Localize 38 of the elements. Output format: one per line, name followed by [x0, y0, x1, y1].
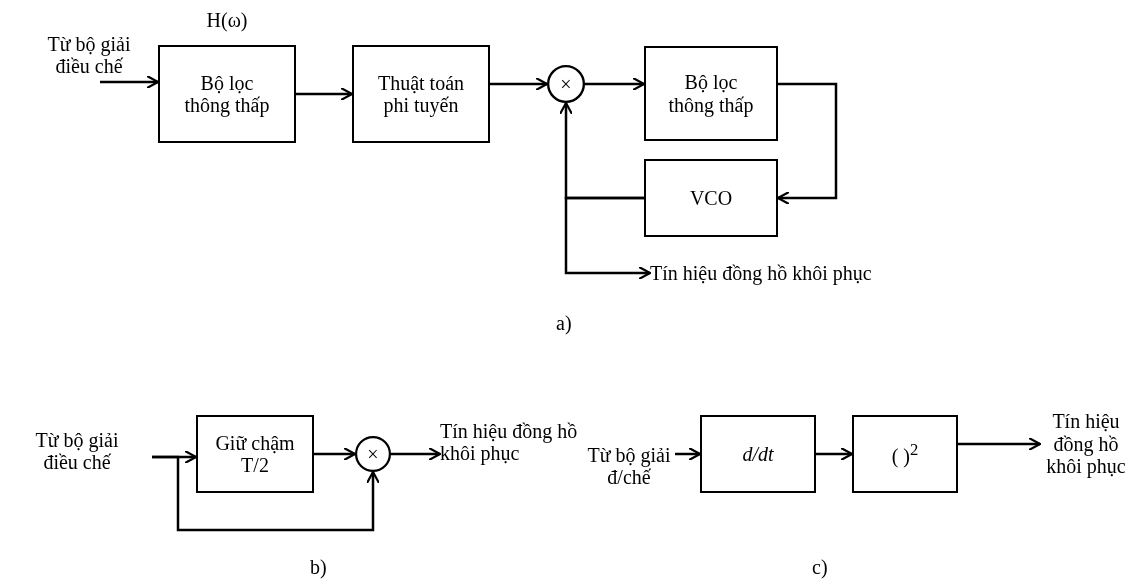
signal-arrow [585, 76, 646, 92]
process-box [352, 45, 490, 143]
block-text: Giữ chậm T/2 [214, 431, 296, 477]
signal-arrow [100, 74, 160, 90]
figure-label: c) [812, 556, 828, 579]
multiply-sign: × [560, 72, 572, 96]
block-text: Bộ lọc thông thấp [183, 71, 271, 117]
block-text: Từ bộ giải đ/chế [586, 443, 672, 489]
figure-label: b) [310, 556, 327, 579]
block-text: Thuật toán phi tuyến [376, 71, 466, 117]
signal-arrow [391, 446, 442, 462]
signal-arrow [816, 446, 854, 462]
figure-label: a) [556, 312, 572, 335]
block-text: ( )$^{2}$ [891, 440, 919, 467]
signal-arrow [675, 446, 702, 462]
block-text: Tín hiệu đồng hồ khôi phục [440, 419, 579, 465]
signal-arrow [152, 455, 381, 532]
block-text: Từ bộ giải điều chế [34, 428, 120, 474]
multiply-sign: × [367, 442, 379, 466]
multiplier-circle [355, 436, 391, 472]
block-text: VCO [689, 186, 733, 210]
block-text: d/dt [742, 442, 774, 466]
block-text: Bộ lọc thông thấp [667, 71, 755, 116]
block-text: Từ bộ giải điều chế [46, 32, 132, 78]
process-box [700, 415, 816, 493]
signal-arrow [958, 436, 1042, 452]
process-box [644, 159, 778, 237]
block-text: Tín hiệu đồng hồ khôi phục [1045, 410, 1127, 478]
multiplier-circle [547, 65, 585, 103]
signal-arrow [314, 446, 357, 462]
process-box [852, 415, 958, 493]
signal-arrow [564, 196, 652, 281]
signal-arrow [490, 76, 549, 92]
process-box [196, 415, 314, 493]
process-box [644, 46, 778, 141]
signal-arrow [296, 86, 354, 102]
block-text: Tín hiệu đồng hồ khôi phục [650, 261, 872, 285]
transfer-function-label: H(ω) [205, 9, 249, 32]
